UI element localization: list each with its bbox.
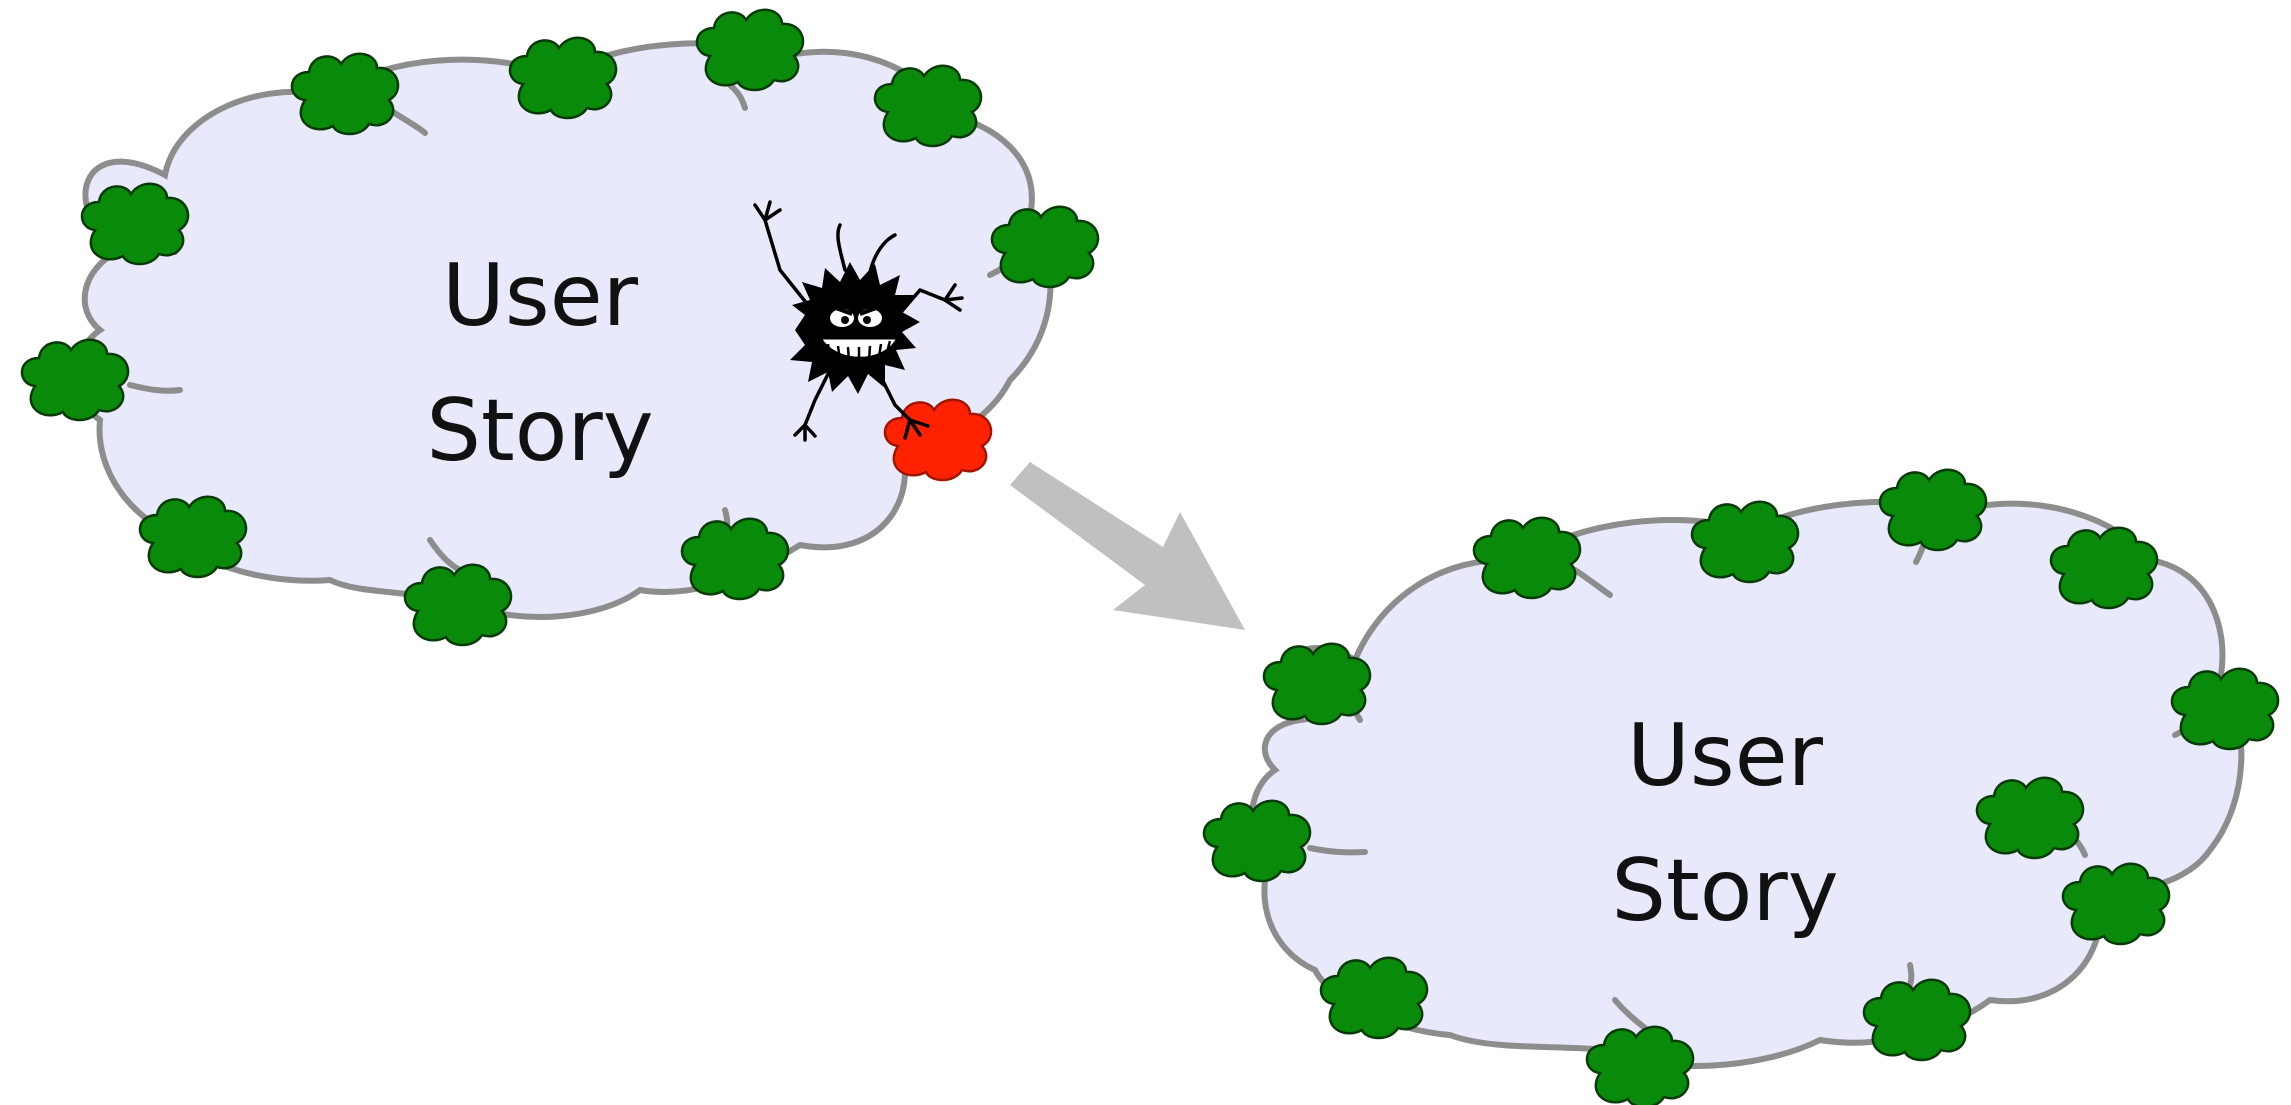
transition-arrow-icon: [1010, 462, 1245, 630]
story-label-line1-before: User: [442, 246, 639, 346]
task-cloud-icon: [290, 52, 400, 136]
user-story-before: User Story: [20, 8, 1100, 647]
bug-monster-icon: [753, 200, 964, 442]
story-label-line2-before: Story: [426, 381, 653, 481]
task-cloud-icon: [695, 8, 805, 92]
story-label-line2-after: Story: [1611, 841, 1838, 941]
user-story-after: User Story: [1202, 468, 2280, 1105]
task-cloud-icon: [1878, 468, 1988, 552]
story-label-line1-after: User: [1627, 706, 1824, 806]
task-cloud-icon: [1472, 516, 1582, 600]
task-cloud-icon: [508, 36, 618, 120]
